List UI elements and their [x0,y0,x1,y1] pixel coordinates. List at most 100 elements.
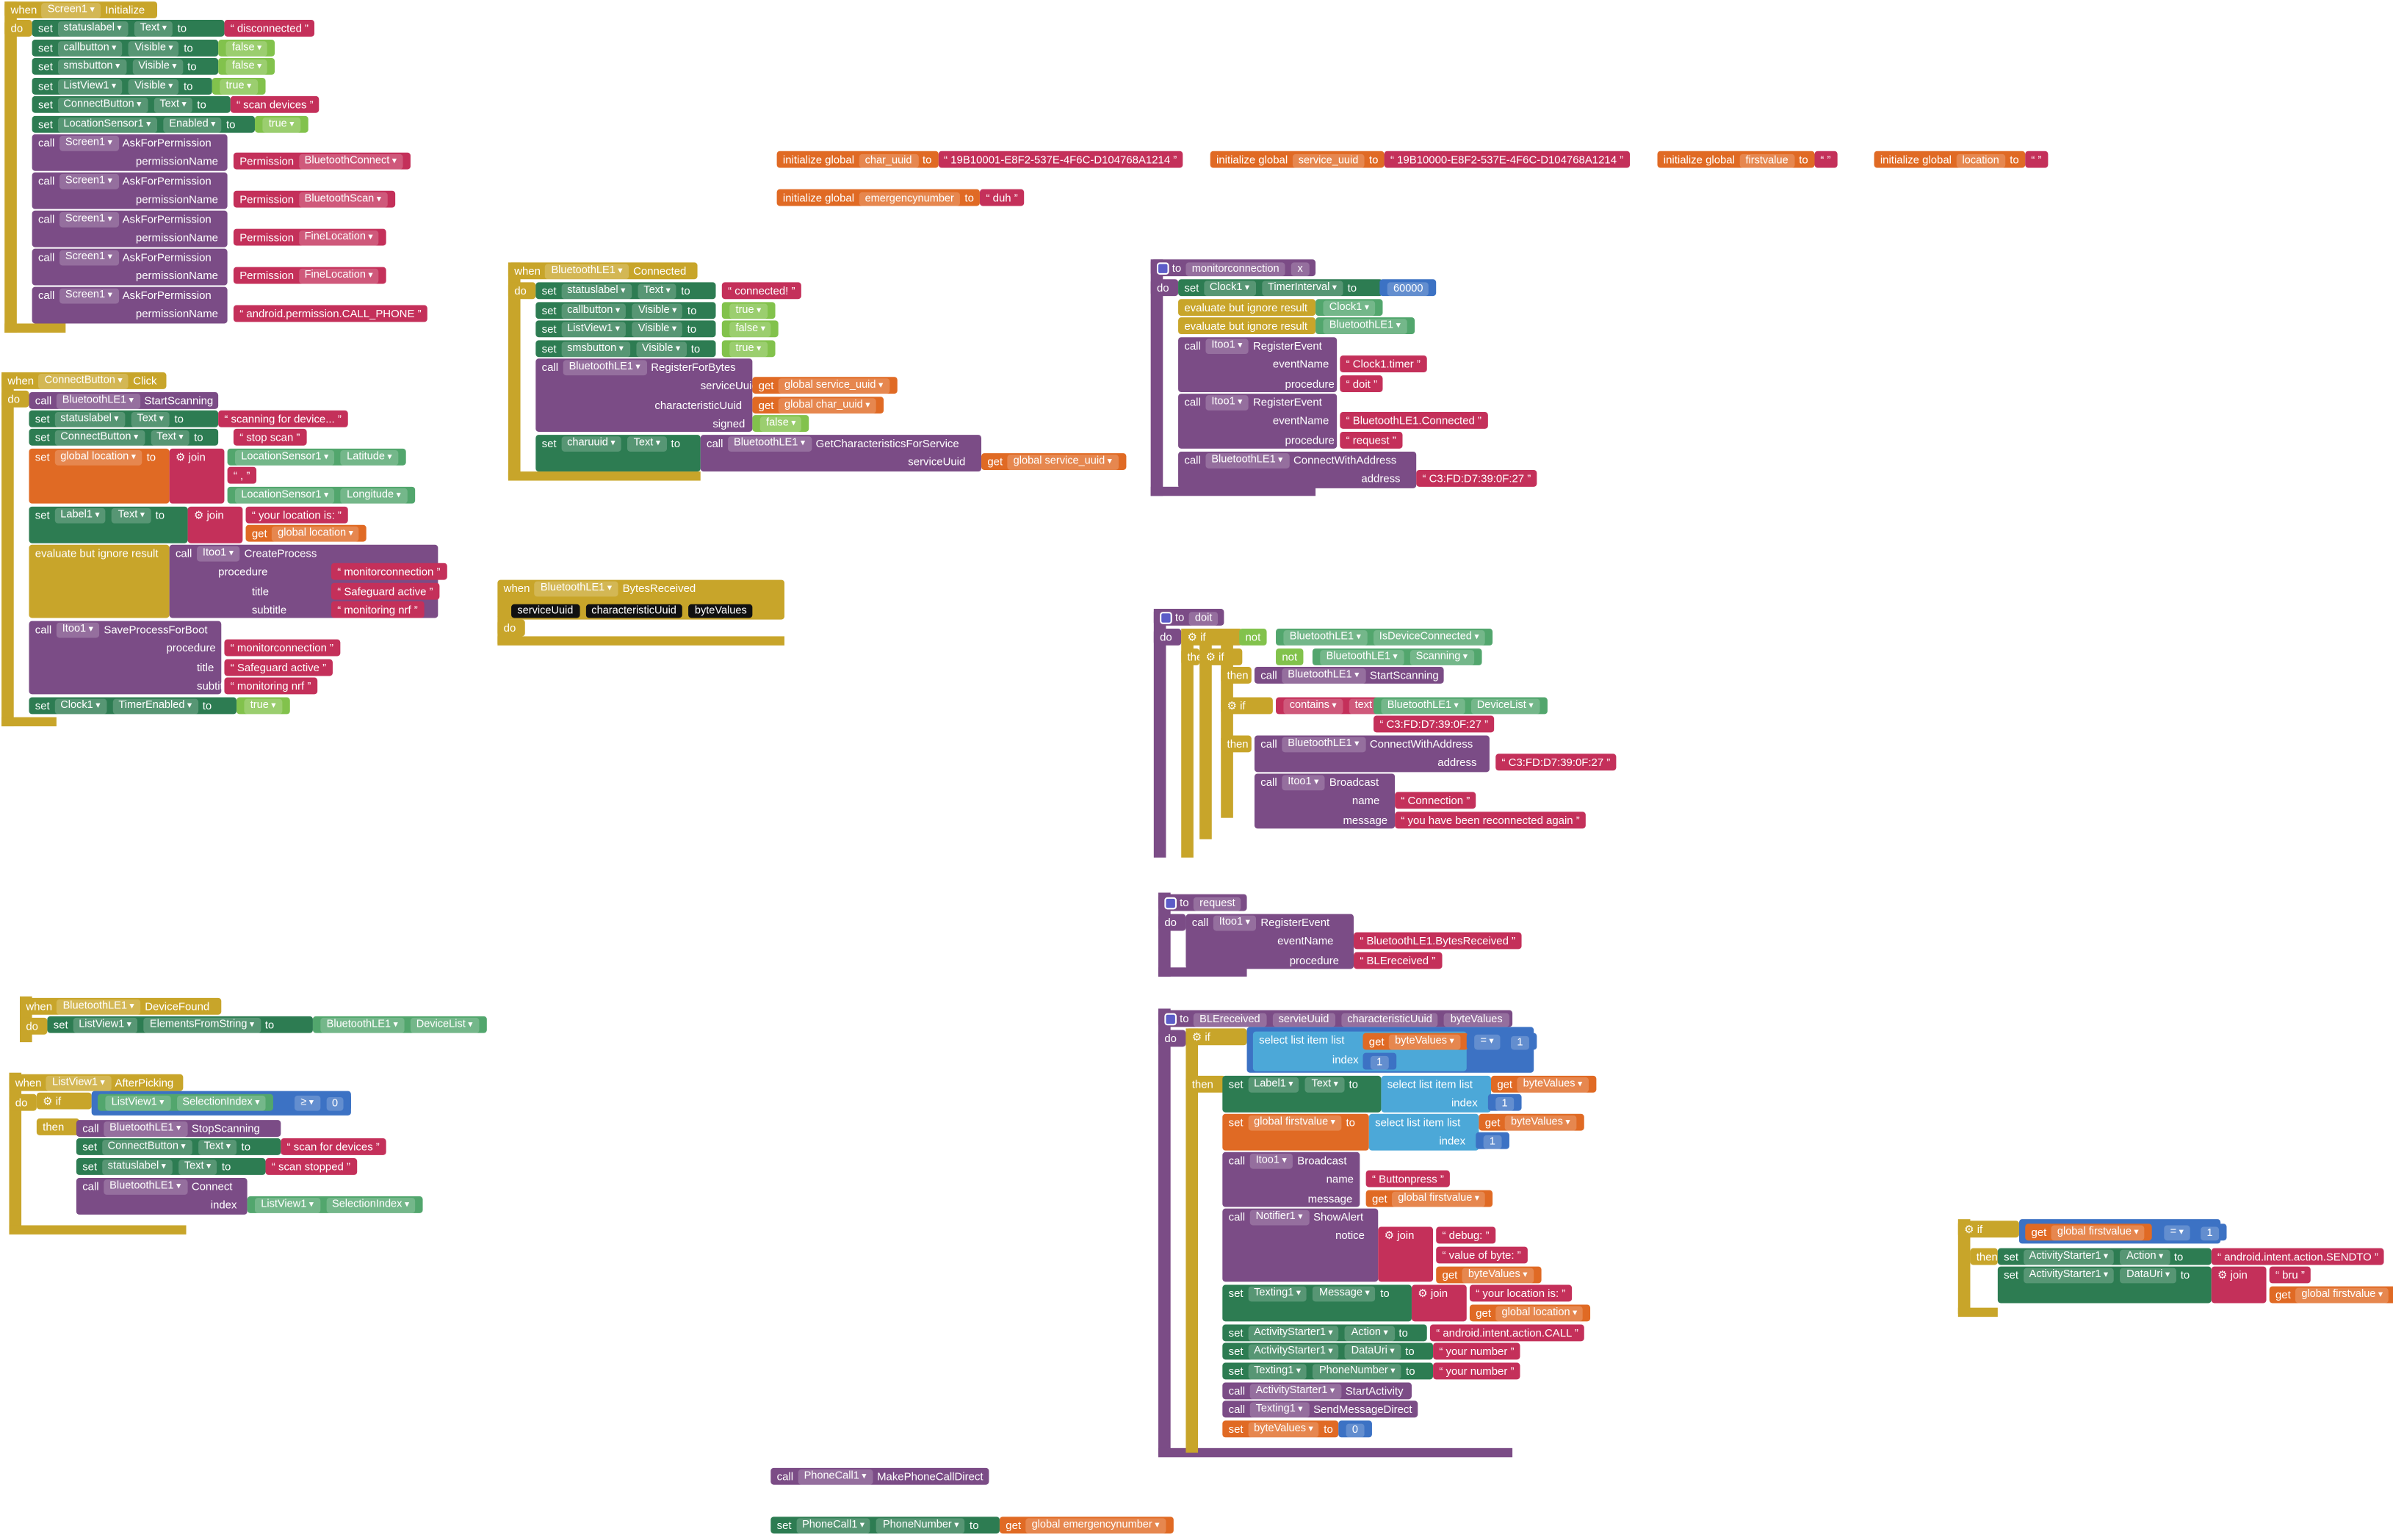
call-sendmessagedirect[interactable]: call Texting1 SendMessageDirect [1222,1400,1418,1418]
text-block[interactable]: “ monitorconnection ” [224,639,340,657]
initialize-global[interactable]: initialize global firstvalue to [1657,151,1815,168]
set-bytevalues[interactable]: set byteValues to [1222,1420,1339,1438]
join-block[interactable]: ⚙ join [187,506,243,543]
field[interactable]: firstvalue [1739,153,1795,167]
component-dropdown[interactable]: ListView1 [46,1076,112,1091]
dropdown-field[interactable]: Action [2120,1249,2170,1265]
logic-true[interactable]: true [237,697,290,715]
param-bytevalues[interactable]: byteValues [1444,1012,1509,1027]
component-dropdown[interactable]: BluetoothLE1 [534,581,618,597]
dropdown-field[interactable]: ActivityStarter1 [1249,1384,1341,1400]
dropdown-field[interactable]: Itoo1 [56,622,100,638]
dropdown-field[interactable]: true [729,303,768,319]
dropdown-field[interactable]: TimerEnabled [112,698,198,715]
getter[interactable]: get global emergencynumber [999,1516,1174,1534]
number-block[interactable]: 1 [1487,1093,1522,1111]
call-getcharacteristics[interactable]: call BluetoothLE1 GetCharacteristicsForS… [700,435,982,472]
permission-block[interactable]: Permission BluetoothScan [233,190,395,208]
dropdown-field[interactable]: ConnectButton [57,98,148,113]
setter-statuslabel[interactable]: set statuslabel Text to [535,282,716,300]
select-list-item[interactable]: select list item list [1381,1075,1492,1113]
afterpicking-block[interactable]: when ListView1 AfterPicking do ⚙ if List… [9,1072,436,1237]
text-block[interactable]: “ C3:FD:D7:39:0F:27 ” [1495,753,1617,771]
text-block[interactable]: “ your location is: ” [1469,1284,1572,1302]
gear-icon[interactable] [1160,612,1172,625]
procedure-name[interactable]: request [1193,896,1241,911]
dropdown-field[interactable]: Itoo1 [1213,915,1257,931]
getter[interactable]: get global char_uuid [752,396,884,413]
ble-isdeviceconnected[interactable]: BluetoothLE1 IsDeviceConnected [1276,629,1493,646]
dropdown-field[interactable]: LocationSensor1 [234,488,335,504]
dropdown-field[interactable]: statuslabel [101,1160,173,1176]
dropdown-field[interactable]: byteValues [1517,1077,1589,1093]
then-label[interactable]: then [1970,1248,1998,1265]
procedure-header[interactable]: to request [1158,894,1247,911]
dropdown-field[interactable]: Text [178,1160,217,1176]
call-connectwithaddress[interactable]: call BluetoothLE1 ConnectWithAddress [1178,452,1417,488]
field[interactable]: emergencynumber [859,191,961,206]
text-block[interactable]: “ Clock1.timer ” [1340,355,1427,372]
text-block[interactable]: “ debug: ” [1436,1226,1495,1244]
dropdown-field[interactable]: Text [627,436,667,452]
if-block[interactable]: ⚙ if [1221,697,1273,715]
setter[interactable]: set PhoneCall1 PhoneNumber to [770,1516,1000,1534]
setter-listview1[interactable]: set ListView1 Visible to [32,76,212,94]
event-header[interactable]: when ListView1 AfterPicking [9,1074,184,1091]
location-latitude[interactable]: LocationSensor1 Latitude [227,448,406,466]
logic-false[interactable]: false [218,38,276,57]
call-broadcast[interactable]: call Itoo1 Broadcast [1254,773,1396,829]
if-block[interactable]: ⚙ if [36,1092,92,1110]
setter-clock1[interactable]: set Clock1 TimerEnabled to [29,697,237,715]
text-block[interactable]: “ your number ” [1433,1362,1520,1380]
dropdown-field[interactable]: Latitude [340,450,398,466]
dropdown-field[interactable]: Enabled [162,117,222,132]
dropdown-field[interactable]: BluetoothLE1 [320,1018,405,1033]
join-block[interactable]: ⚙ join [169,448,225,504]
event-header[interactable]: when Screen1 Initialize [4,1,158,19]
dropdown-field[interactable]: BluetoothLE1 [727,436,812,452]
dropdown-field[interactable]: BluetoothLE1 [1323,319,1407,335]
dropdown-field[interactable]: false [759,416,802,433]
dropdown-field[interactable]: IsDeviceConnected [1373,630,1485,646]
text-block[interactable]: “ scanning for device... ” [218,410,348,427]
dropdown-field[interactable]: Itoo1 [1205,395,1249,411]
call-startscanning[interactable]: call BluetoothLE1 StartScanning [29,391,219,410]
call-connectwithaddress[interactable]: call BluetoothLE1 ConnectWithAddress [1254,735,1490,773]
dropdown-field[interactable]: ≥ [295,1096,320,1111]
call-askforpermission[interactable]: call Screen1 AskForPermission [32,172,228,209]
ble-connected-block[interactable]: when BluetoothLE1 Connected do set statu… [508,262,1127,483]
dropdown-field[interactable]: DataUri [2120,1268,2176,1284]
procedure-name[interactable]: doit [1188,611,1219,626]
location-longitude[interactable]: LocationSensor1 Longitude [227,486,415,504]
join-block[interactable]: ⚙ join [2211,1266,2267,1304]
param-x[interactable]: x [1291,261,1310,276]
call-registerforbytes[interactable]: call BluetoothLE1 RegisterForBytes [535,358,753,433]
dropdown-field[interactable]: ListView1 [254,1198,320,1214]
logic-false[interactable]: false [218,57,276,76]
global-firstvalue[interactable]: initialize global firstvalue to “ ” [1657,151,1837,168]
dropdown-field[interactable]: Visible [128,79,179,94]
setter-smsbutton[interactable]: set smsbutton Visible to [32,57,219,76]
getter[interactable]: get global firstvalue [2269,1286,2393,1304]
component-dropdown[interactable]: PhoneCall1 [798,1469,873,1485]
setter-activitystarter1[interactable]: set ActivityStarter1 Action to [1997,1248,2212,1265]
text-block[interactable]: “ your number ” [1433,1342,1520,1360]
dropdown-field[interactable]: Screen1 [59,174,119,189]
blereceived-procedure[interactable]: to BLEreceived servieUuid characteristic… [1158,1008,1616,1460]
text-block[interactable]: “ Safeguard active ” [331,582,439,599]
dropdown-field[interactable]: Text [131,412,170,427]
ble-devicelist[interactable]: BluetoothLE1 DeviceList [312,1016,487,1033]
dropdown-field[interactable]: Text [1305,1077,1345,1093]
dropdown-field[interactable]: Screen1 [59,250,119,266]
then-label[interactable]: then [1181,648,1209,665]
permission-block[interactable]: Permission FineLocation [233,228,387,246]
dropdown-field[interactable]: Clock1 [1323,300,1376,317]
text-block[interactable]: “ BLEreceived ” [1354,951,1442,969]
dropdown-field[interactable]: Text [112,508,151,524]
text-block[interactable]: “ duh ” [980,189,1025,206]
field[interactable]: location [1956,153,2006,167]
field[interactable]: 0 [325,1096,344,1110]
call-registerevent[interactable]: call Itoo1 RegisterEvent [1178,337,1338,392]
dropdown-field[interactable]: Notifier1 [1249,1210,1309,1226]
